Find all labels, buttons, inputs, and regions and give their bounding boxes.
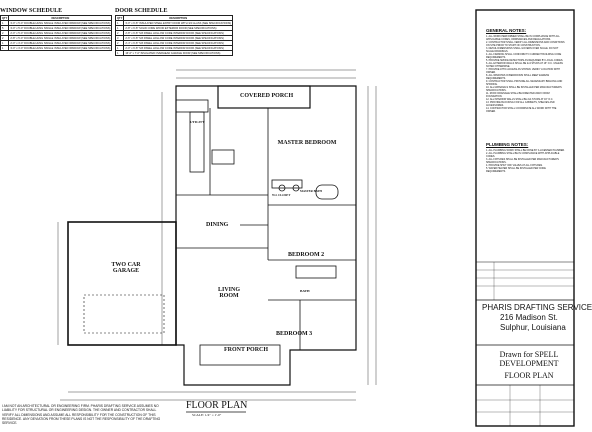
window-schedule-description-cell: 3'-0" x 3'-0" DOUBLE HUNG SINGLE INSULAT… [8,45,113,51]
door-schedule-qty-cell: 1 [114,50,125,56]
room-label-bedroom-2: BEDROOM 2 [288,252,325,258]
window-schedule-title: WINDOW SCHEDULE [0,8,63,14]
utility-counter [175,99,209,113]
room-label-w-i-closet: W.I. CLOSET [272,193,291,197]
room-label-covered-porch: COVERED PORCH [240,93,294,99]
covered-porch-outline [217,85,311,109]
plumbing-note-item: 5. WATER HEATER SHALL BE INSTALLED PER C… [486,167,546,173]
general-note-item: 12. ALL INTERIOR WALLS SHALL BE 2x4 STUD… [486,98,554,101]
general-note-item: 7. PROVIDE ATTIC ACCESS AS SHOWN. VERIFY… [486,68,560,74]
drawn-for-line2: DEVELOPMENT [499,359,559,368]
firm-name: PHARIS DRAFTING SERVICE [482,303,592,312]
floor-plan-drawing [57,9,575,427]
room-label-master-bath: MASTER BATH [300,189,322,193]
plan-scale: SCALE: 1/4" = 1'-0" [192,413,222,417]
plumbing-note-item: 4. PROVIDE SHUT OFF VALVES AT ALL FIXTUR… [486,164,543,167]
title-block-frame [475,9,575,427]
general-note-item: 4. ALL FRAMING SHALL CONFORM TO CURRENT … [486,53,562,59]
plumbing-note-item: 1. ALL PLUMBING WORK SHALL BE DONE BY A … [486,149,565,152]
room-label-bath: BATH [300,289,310,293]
vanity [271,179,303,189]
kitchen-island [211,149,235,165]
general-note-item: 13. PROVIDE BLOCKING FOR ALL CABINETS, S… [486,101,555,107]
bath-tub-2 [295,265,337,279]
plumbing-note-item: 3. ALL FIXTURES SHALL BE INSTALLED PER M… [486,158,559,164]
room-label-master-bedroom: MASTER BEDROOM [277,140,337,146]
plan-title: FLOOR PLAN [186,400,248,411]
firm-address-line1: 216 Madison St. [500,313,558,322]
disclaimer-footnote: I AM NOT AN ARCHITECTURAL OR ENGINEERING… [2,404,161,426]
general-note-item: 3. DETAIL DIMENSIONS SHALL GOVERN OVER S… [486,47,559,53]
window-schedule-qty-cell: 1 [0,45,10,51]
drawn-for-line1: Drawn for SPELL [499,350,559,359]
garage-door-outline [83,294,165,334]
general-note-item: 6. ALL EXTERIOR WALLS SHALL BE 2x4 STUDS… [486,62,563,68]
plumbing-note-item: 2. ALL PLUMBING SHALL BE IN COMPLIANCE W… [486,152,560,158]
general-note-item: 8. ALL WINDOWS IN BEDROOMS SHALL MEET EG… [486,74,550,80]
room-label-utility: UTILITY [190,120,205,124]
room-label-bedroom-3: BEDROOM 3 [276,331,313,337]
room-label-two-car-garage: TWO CAR GARAGE [111,262,141,274]
room-label-living-room: LIVING ROOM [217,287,240,299]
firm-address-line2: Sulphur, Louisiana [500,323,566,332]
house-exterior-wall [175,85,357,386]
room-label-front-porch: FRONT PORCH [224,347,269,353]
general-notes-title: GENERAL NOTES: [486,28,527,33]
room-label-dining: DINING [206,222,229,228]
garage-outline [67,221,177,346]
general-note-item: 11. ROOF DRAINAGE SHALL BE DIRECTED AWAY… [486,92,550,98]
general-note-item: 14. CONTRACTOR SHALL COORDINATE ALL WORK… [486,107,557,113]
general-note-item: 10. ALL MATERIALS SHALL BE INSTALLED PER… [486,86,562,92]
bathtub [315,184,339,200]
general-note-item: 5. PROVIDE SMOKE DETECTORS AS REQUIRED B… [486,59,564,62]
sink [278,184,286,192]
plumbing-notes-title: PLUMBING NOTES: [486,142,529,147]
door-schedule-description-cell: 16'-0" x 7'-0" INSULATED OVERHEAD GARAGE… [123,50,234,56]
general-note-item: 9. CONTRACTOR SHALL PROVIDE ALL NECESSAR… [486,80,563,86]
general-note-item: 2. CONTRACTOR SHALL VERIFY ALL DIMENSION… [486,41,565,47]
general-note-item: 1. ALL WORK PERFORMED SHALL BE IN COMPLI… [486,35,560,41]
door-schedule-title: DOOR SCHEDULE [115,8,168,14]
sheet-title: FLOOR PLAN [504,371,554,380]
general-notes-list: 1. ALL WORK PERFORMED SHALL BE IN COMPLI… [486,35,566,113]
front-porch-outline [199,344,281,366]
sink [292,184,300,192]
plumbing-notes-list: 1. ALL PLUMBING WORK SHALL BE DONE BY A … [486,149,566,173]
